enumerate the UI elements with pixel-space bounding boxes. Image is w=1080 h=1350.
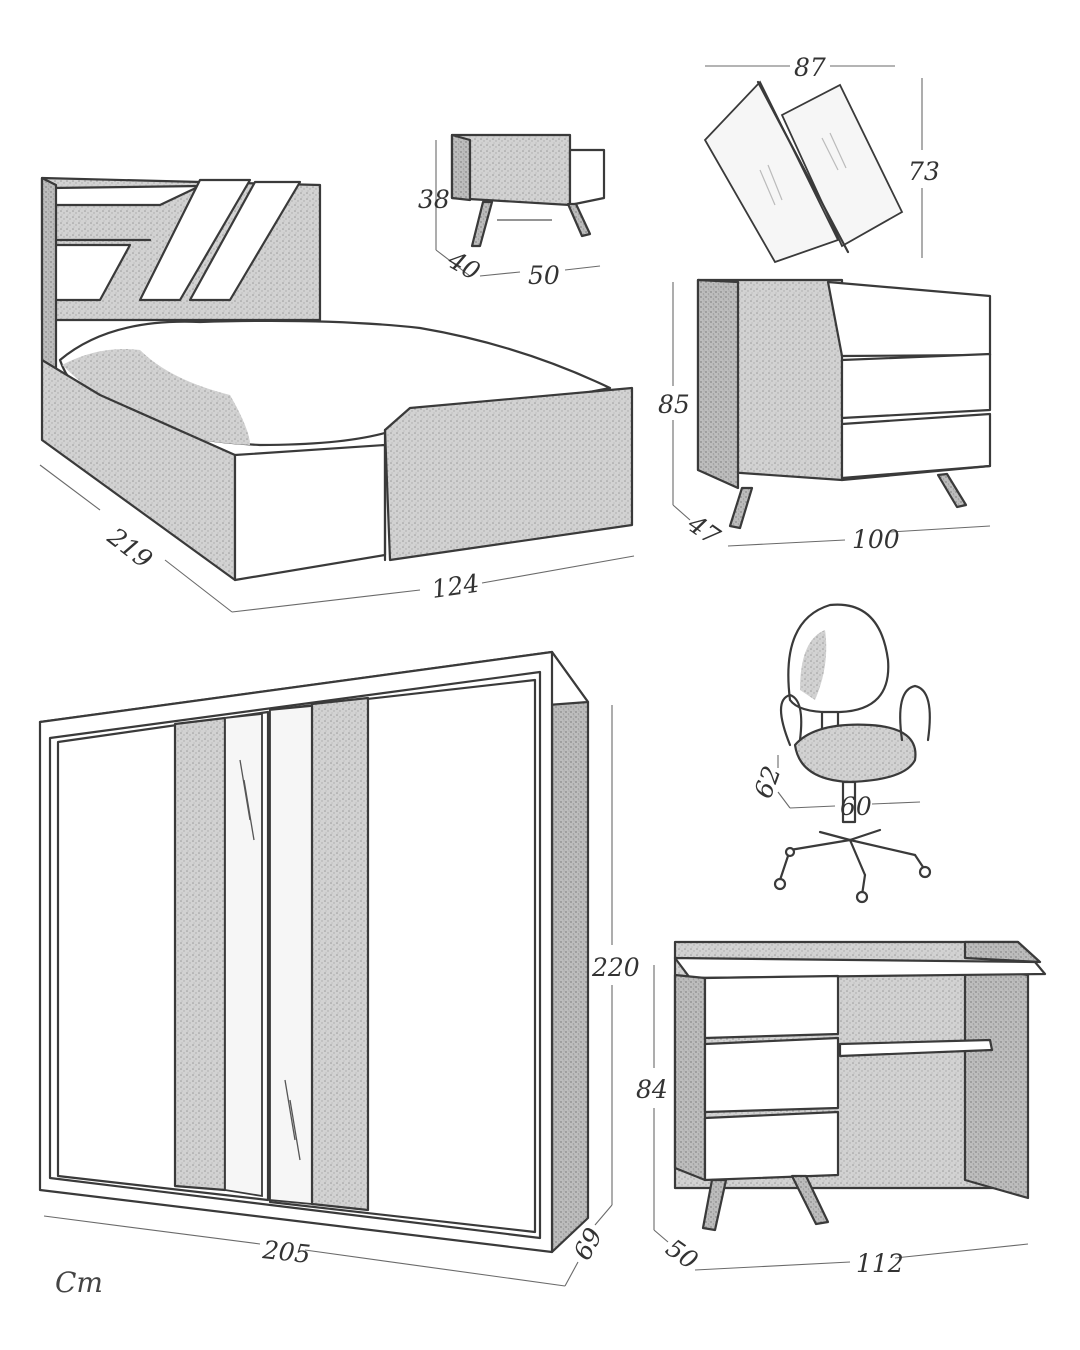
desk-depth-label: 50: [661, 1233, 704, 1275]
nightstand-width-label: 50: [528, 261, 560, 290]
dresser: 85 47 100: [658, 278, 992, 554]
bed: 219 124: [39, 176, 635, 613]
mirror: 87 73: [703, 53, 940, 264]
desk-height-label: 84: [636, 1075, 668, 1104]
signature: Cm: [55, 1266, 103, 1299]
nightstand-height-label: 38: [418, 185, 450, 214]
wardrobe-height-label: 220: [591, 953, 640, 982]
chair-width-label: 60: [840, 792, 872, 821]
mirror-height-label: 73: [908, 157, 940, 186]
wardrobe: 220 205 69: [38, 650, 640, 1287]
nightstand-depth-label: 40: [442, 245, 485, 287]
office-chair: 62 60: [748, 603, 932, 904]
mirror-width-label: 87: [794, 53, 826, 82]
nightstand: 38 40 50: [418, 133, 606, 290]
desk-width-label: 112: [856, 1249, 904, 1278]
dresser-width-label: 100: [852, 525, 900, 554]
dresser-height-label: 85: [658, 390, 690, 419]
bed-width-label: 124: [430, 569, 481, 604]
bed-length-label: 219: [102, 521, 158, 574]
dresser-depth-label: 47: [682, 509, 726, 552]
wardrobe-width-label: 205: [260, 1235, 311, 1269]
desk: 84 50 112: [636, 940, 1047, 1278]
